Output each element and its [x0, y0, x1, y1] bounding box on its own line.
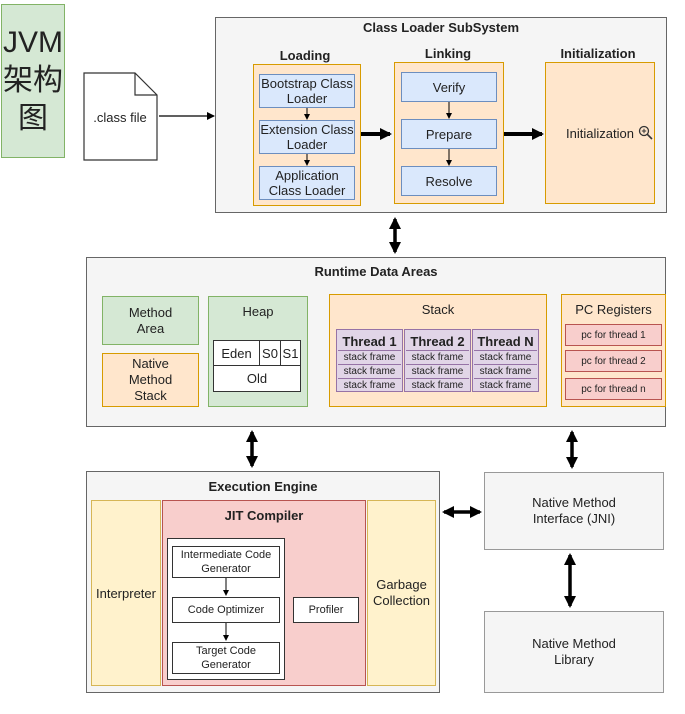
target-code-generator: Target Code Generator — [172, 642, 280, 674]
interpreter: Interpreter — [91, 500, 161, 686]
execution-engine-title: Execution Engine — [208, 478, 318, 494]
thread-column — [336, 329, 403, 392]
intermediate-code-generator: Intermediate Code Generator — [172, 546, 280, 578]
zoom-in-icon[interactable] — [638, 125, 654, 141]
stack-frame: stack frame — [474, 350, 537, 363]
stack-title: Stack — [421, 301, 455, 317]
native-method-interface: Native Method Interface (JNI) — [484, 472, 664, 550]
class-file-label: .class file — [93, 109, 147, 125]
initialization-header: Initialization — [560, 45, 636, 61]
class-loader-title: Class Loader SubSystem — [362, 19, 520, 35]
bootstrap-class-loader: Bootstrap Class Loader — [259, 74, 355, 108]
linking-header: Linking — [424, 45, 472, 61]
verify-step: Verify — [401, 72, 497, 102]
thread-column — [404, 329, 471, 392]
thread-column — [472, 329, 539, 392]
native-method-library: Native Method Library — [484, 611, 664, 693]
pc-registers-title: PC Registers — [575, 301, 652, 317]
initialization-box: Initialization — [545, 62, 655, 204]
application-class-loader: Application Class Loader — [259, 166, 355, 200]
garbage-collection: Garbage Collection — [367, 500, 436, 686]
stack-frame: stack frame — [406, 350, 469, 363]
profiler: Profiler — [293, 597, 359, 623]
loading-header: Loading — [279, 47, 331, 63]
old-generation: Old — [213, 365, 301, 392]
stack-frame: stack frame — [406, 378, 469, 391]
stack-frame: stack frame — [338, 364, 401, 377]
pc-register-item: pc for thread 2 — [565, 350, 662, 372]
stack-frame: stack frame — [338, 378, 401, 391]
extension-class-loader: Extension Class Loader — [259, 120, 355, 154]
stack-frame: stack frame — [474, 378, 537, 391]
method-area: Method Area — [102, 296, 199, 345]
corner-title: JVM架构图 — [1, 4, 65, 158]
stack-frame: stack frame — [406, 364, 469, 377]
pc-register-item: pc for thread 1 — [565, 324, 662, 346]
thread-name: Thread N — [477, 333, 534, 349]
class-file-icon — [83, 72, 158, 161]
prepare-step: Prepare — [401, 119, 497, 149]
jit-compiler-title: JIT Compiler — [224, 507, 304, 523]
stack-frame: stack frame — [474, 364, 537, 377]
runtime-data-areas-title: Runtime Data Areas — [314, 263, 438, 279]
heap-title: Heap — [242, 303, 274, 319]
survivor-s1: S1 — [280, 340, 301, 366]
thread-name: Thread 2 — [410, 333, 465, 349]
code-optimizer: Code Optimizer — [172, 597, 280, 623]
thread-name: Thread 1 — [342, 333, 397, 349]
stack-frame: stack frame — [338, 350, 401, 363]
resolve-step: Resolve — [401, 166, 497, 196]
pc-register-item: pc for thread n — [565, 378, 662, 400]
native-method-stack: Native Method Stack — [102, 353, 199, 407]
